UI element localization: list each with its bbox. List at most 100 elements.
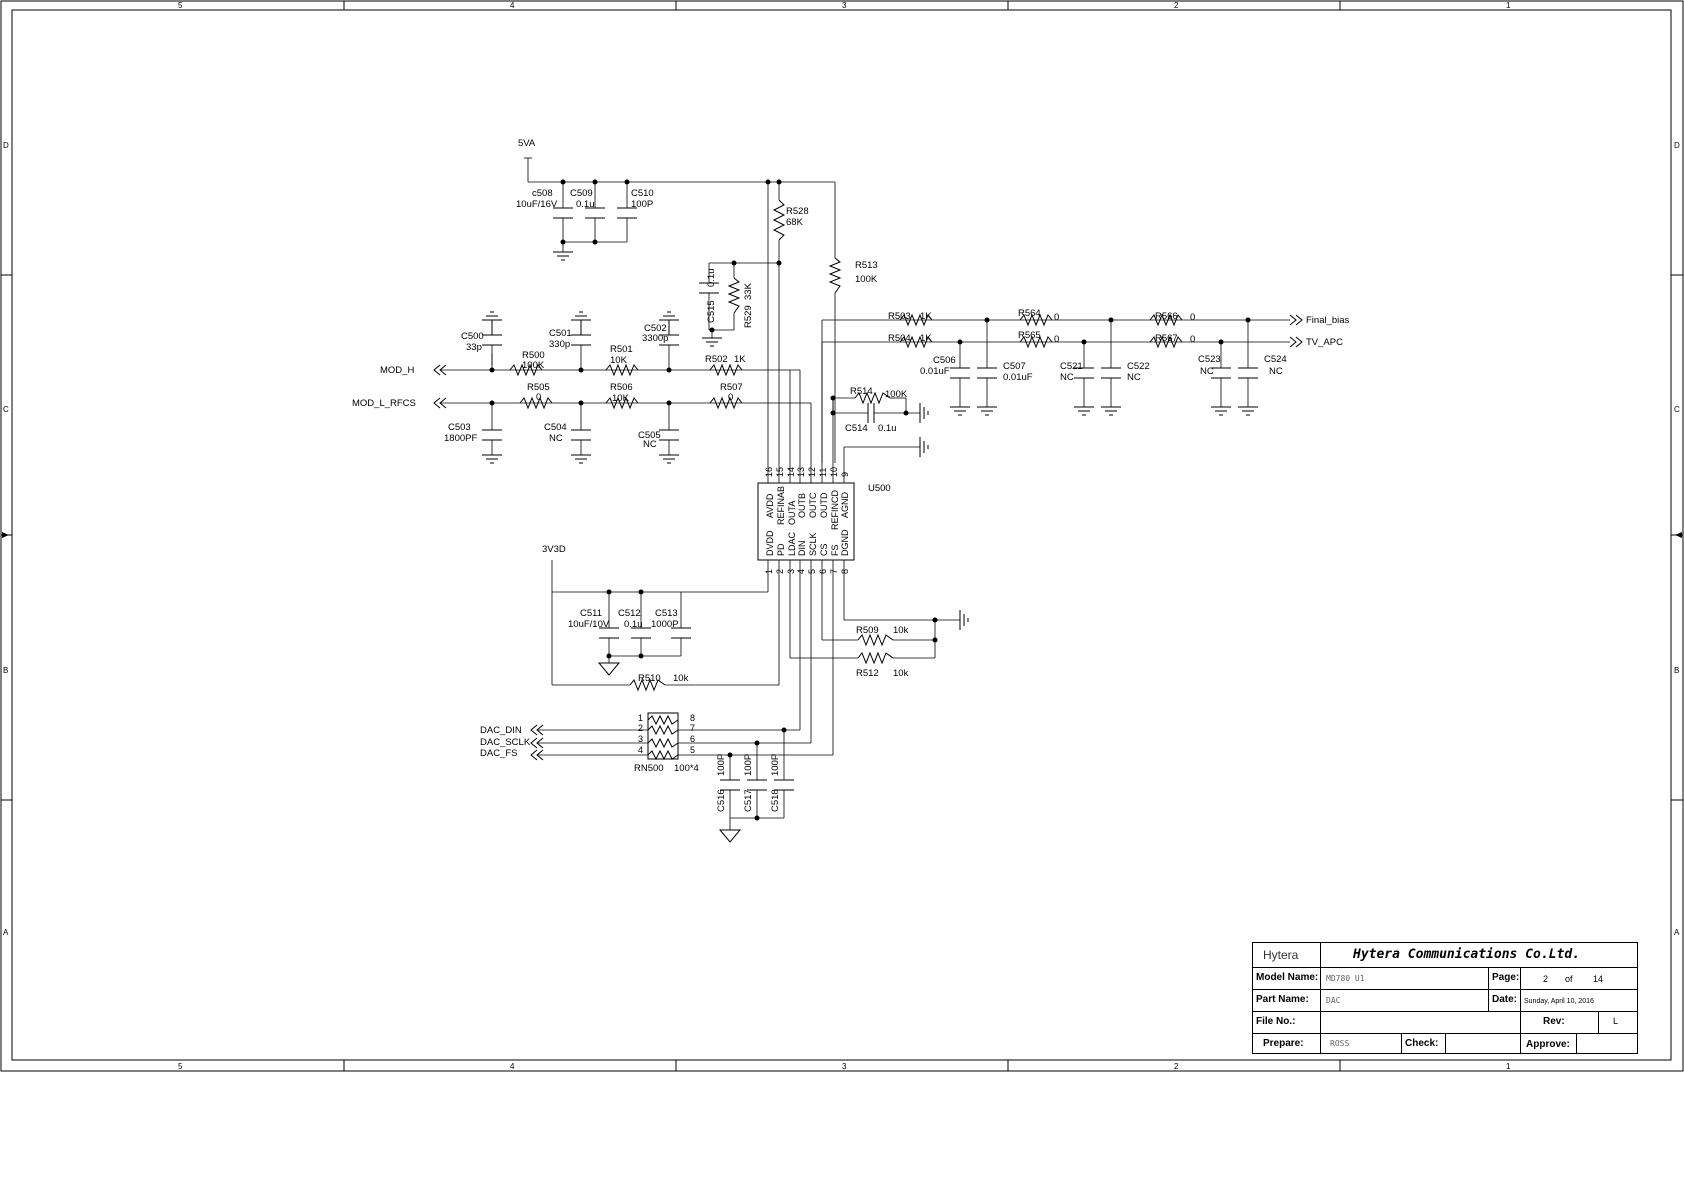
ref-c515: C515	[706, 300, 717, 323]
ref-r566: R566	[1155, 311, 1178, 322]
val-c524: NC	[1269, 366, 1283, 377]
tb-col-divider	[1488, 967, 1489, 1011]
u500-pin-name: LDAC	[787, 531, 797, 556]
val-c518: 100P	[770, 754, 781, 776]
u500-pin-name: OUTB	[797, 493, 807, 518]
rev-value: L	[1613, 1016, 1619, 1026]
tb-col-divider	[1445, 1033, 1446, 1053]
val-c516: 100P	[716, 754, 727, 776]
val-r505: 0	[536, 392, 541, 403]
ref-r529: R529	[743, 305, 754, 328]
labels: 5VA 3V3D MOD_H MOD_L_RFCS Final_bias TV_…	[352, 138, 1350, 812]
val-r512: 10k	[893, 668, 909, 679]
val-c508: 10uF/16V	[516, 199, 558, 210]
file-no-label: File No.:	[1256, 1016, 1296, 1027]
u500-pin-name: DIN	[797, 541, 807, 557]
val-c517: 100P	[743, 754, 754, 776]
net-label-dac-din: DAC_DIN	[480, 725, 522, 736]
u500-body	[757, 482, 855, 561]
net-label-mod-h: MOD_H	[380, 365, 414, 376]
net-label-final-bias: Final_bias	[1306, 315, 1350, 326]
ref-c507: C507	[1003, 361, 1026, 372]
part-name-value: DAC	[1326, 996, 1341, 1005]
tb-col-divider	[1520, 1033, 1521, 1053]
col-label: 1	[1506, 1, 1511, 10]
val-r500: 100K	[522, 360, 545, 371]
tb-col-divider	[1320, 967, 1321, 1033]
ref-c503: C503	[448, 422, 471, 433]
ref-c510: C510	[631, 188, 654, 199]
val-r564: 0	[1054, 312, 1059, 323]
rn500-pin: 6	[690, 734, 695, 744]
val-c506: 0.01uF	[920, 366, 950, 377]
val-r509: 10k	[893, 625, 909, 636]
u500-pin-name: OUTC	[808, 492, 818, 518]
u500-pin-num: 2	[775, 569, 785, 574]
row-label: A	[1674, 928, 1680, 937]
u500-pin-name: OUTA	[787, 501, 797, 525]
prepare-value: ROSS	[1330, 1039, 1350, 1048]
ref-r506: R506	[610, 382, 633, 393]
val-r506: 10K	[612, 393, 630, 404]
row-label: D	[1674, 141, 1680, 150]
ref-c518: C518	[770, 789, 781, 812]
col-label: 4	[510, 1062, 515, 1071]
page-number: 2	[1543, 974, 1549, 984]
ref-r514: R514	[850, 386, 873, 397]
val-r502: 1K	[734, 354, 746, 365]
ref-r510: R510	[638, 673, 661, 684]
junctions	[489, 179, 1251, 821]
ref-r500: R500	[522, 350, 545, 361]
val-c505: NC	[643, 439, 657, 450]
col-label: 2	[1174, 1062, 1179, 1071]
u500-pin-name: SCLK	[808, 532, 818, 556]
val-r514: 100K	[885, 389, 908, 400]
col-label: 5	[178, 1, 183, 10]
u500-pin-name: DGND	[840, 529, 850, 556]
u500-pin-num: 9	[840, 472, 850, 477]
val-c523: NC	[1200, 366, 1214, 377]
ref-c504: C504	[544, 422, 567, 433]
ref-c500: C500	[461, 331, 484, 342]
u500-pins: 16 15 14 13 12 11 10 9 AVDD REFINAB OUTA…	[764, 467, 850, 574]
ref-r513: R513	[855, 260, 878, 271]
u500-pin-name: REFINAB	[776, 486, 786, 525]
page-label: Page:	[1492, 972, 1520, 983]
ref-r564: R564	[1018, 308, 1041, 319]
ref-c512: C512	[618, 608, 641, 619]
approve-label: Approve:	[1526, 1039, 1570, 1050]
val-c521: NC	[1060, 372, 1074, 383]
net-label-3v3d: 3V3D	[542, 544, 566, 555]
row-label: B	[3, 666, 8, 675]
val-r528: 68K	[786, 217, 804, 228]
check-label: Check:	[1405, 1038, 1439, 1049]
val-rn500: 100*4	[674, 763, 699, 774]
tb-col-divider	[1520, 967, 1521, 1011]
net-label-mod-l: MOD_L_RFCS	[352, 398, 416, 409]
val-r513: 100K	[855, 274, 878, 285]
company-name: Hytera Communications Co.Ltd.	[1353, 947, 1580, 962]
val-c510: 100P	[631, 199, 653, 210]
ref-c508: c508	[532, 188, 553, 199]
col-label: 3	[842, 1, 847, 10]
ref-c514: C514	[845, 423, 868, 434]
val-r501: 10K	[610, 355, 628, 366]
val-r529: 33K	[743, 282, 754, 300]
rn500-pin: 5	[690, 745, 695, 755]
tb-row-divider	[1253, 989, 1637, 990]
rn500-pin: 8	[690, 713, 695, 723]
val-c513: 1000P	[651, 619, 678, 630]
sheet-frame	[0, 0, 1684, 1072]
rn500-pin: 4	[638, 745, 643, 755]
u500-pin-num: 7	[829, 569, 839, 574]
ref-r512: R512	[856, 668, 879, 679]
u500-pin-num: 15	[775, 467, 785, 477]
u500-pin-name: OUTD	[819, 492, 829, 518]
ref-c506: C506	[933, 355, 956, 366]
ref-c513: C513	[655, 608, 678, 619]
ref-c523: C523	[1198, 354, 1221, 365]
val-c512: 0.1u	[624, 619, 643, 630]
date-value: Sunday, April 10, 2016	[1524, 998, 1594, 1005]
u500-pin-num: 6	[818, 569, 828, 574]
rn500-pin: 7	[690, 723, 695, 733]
